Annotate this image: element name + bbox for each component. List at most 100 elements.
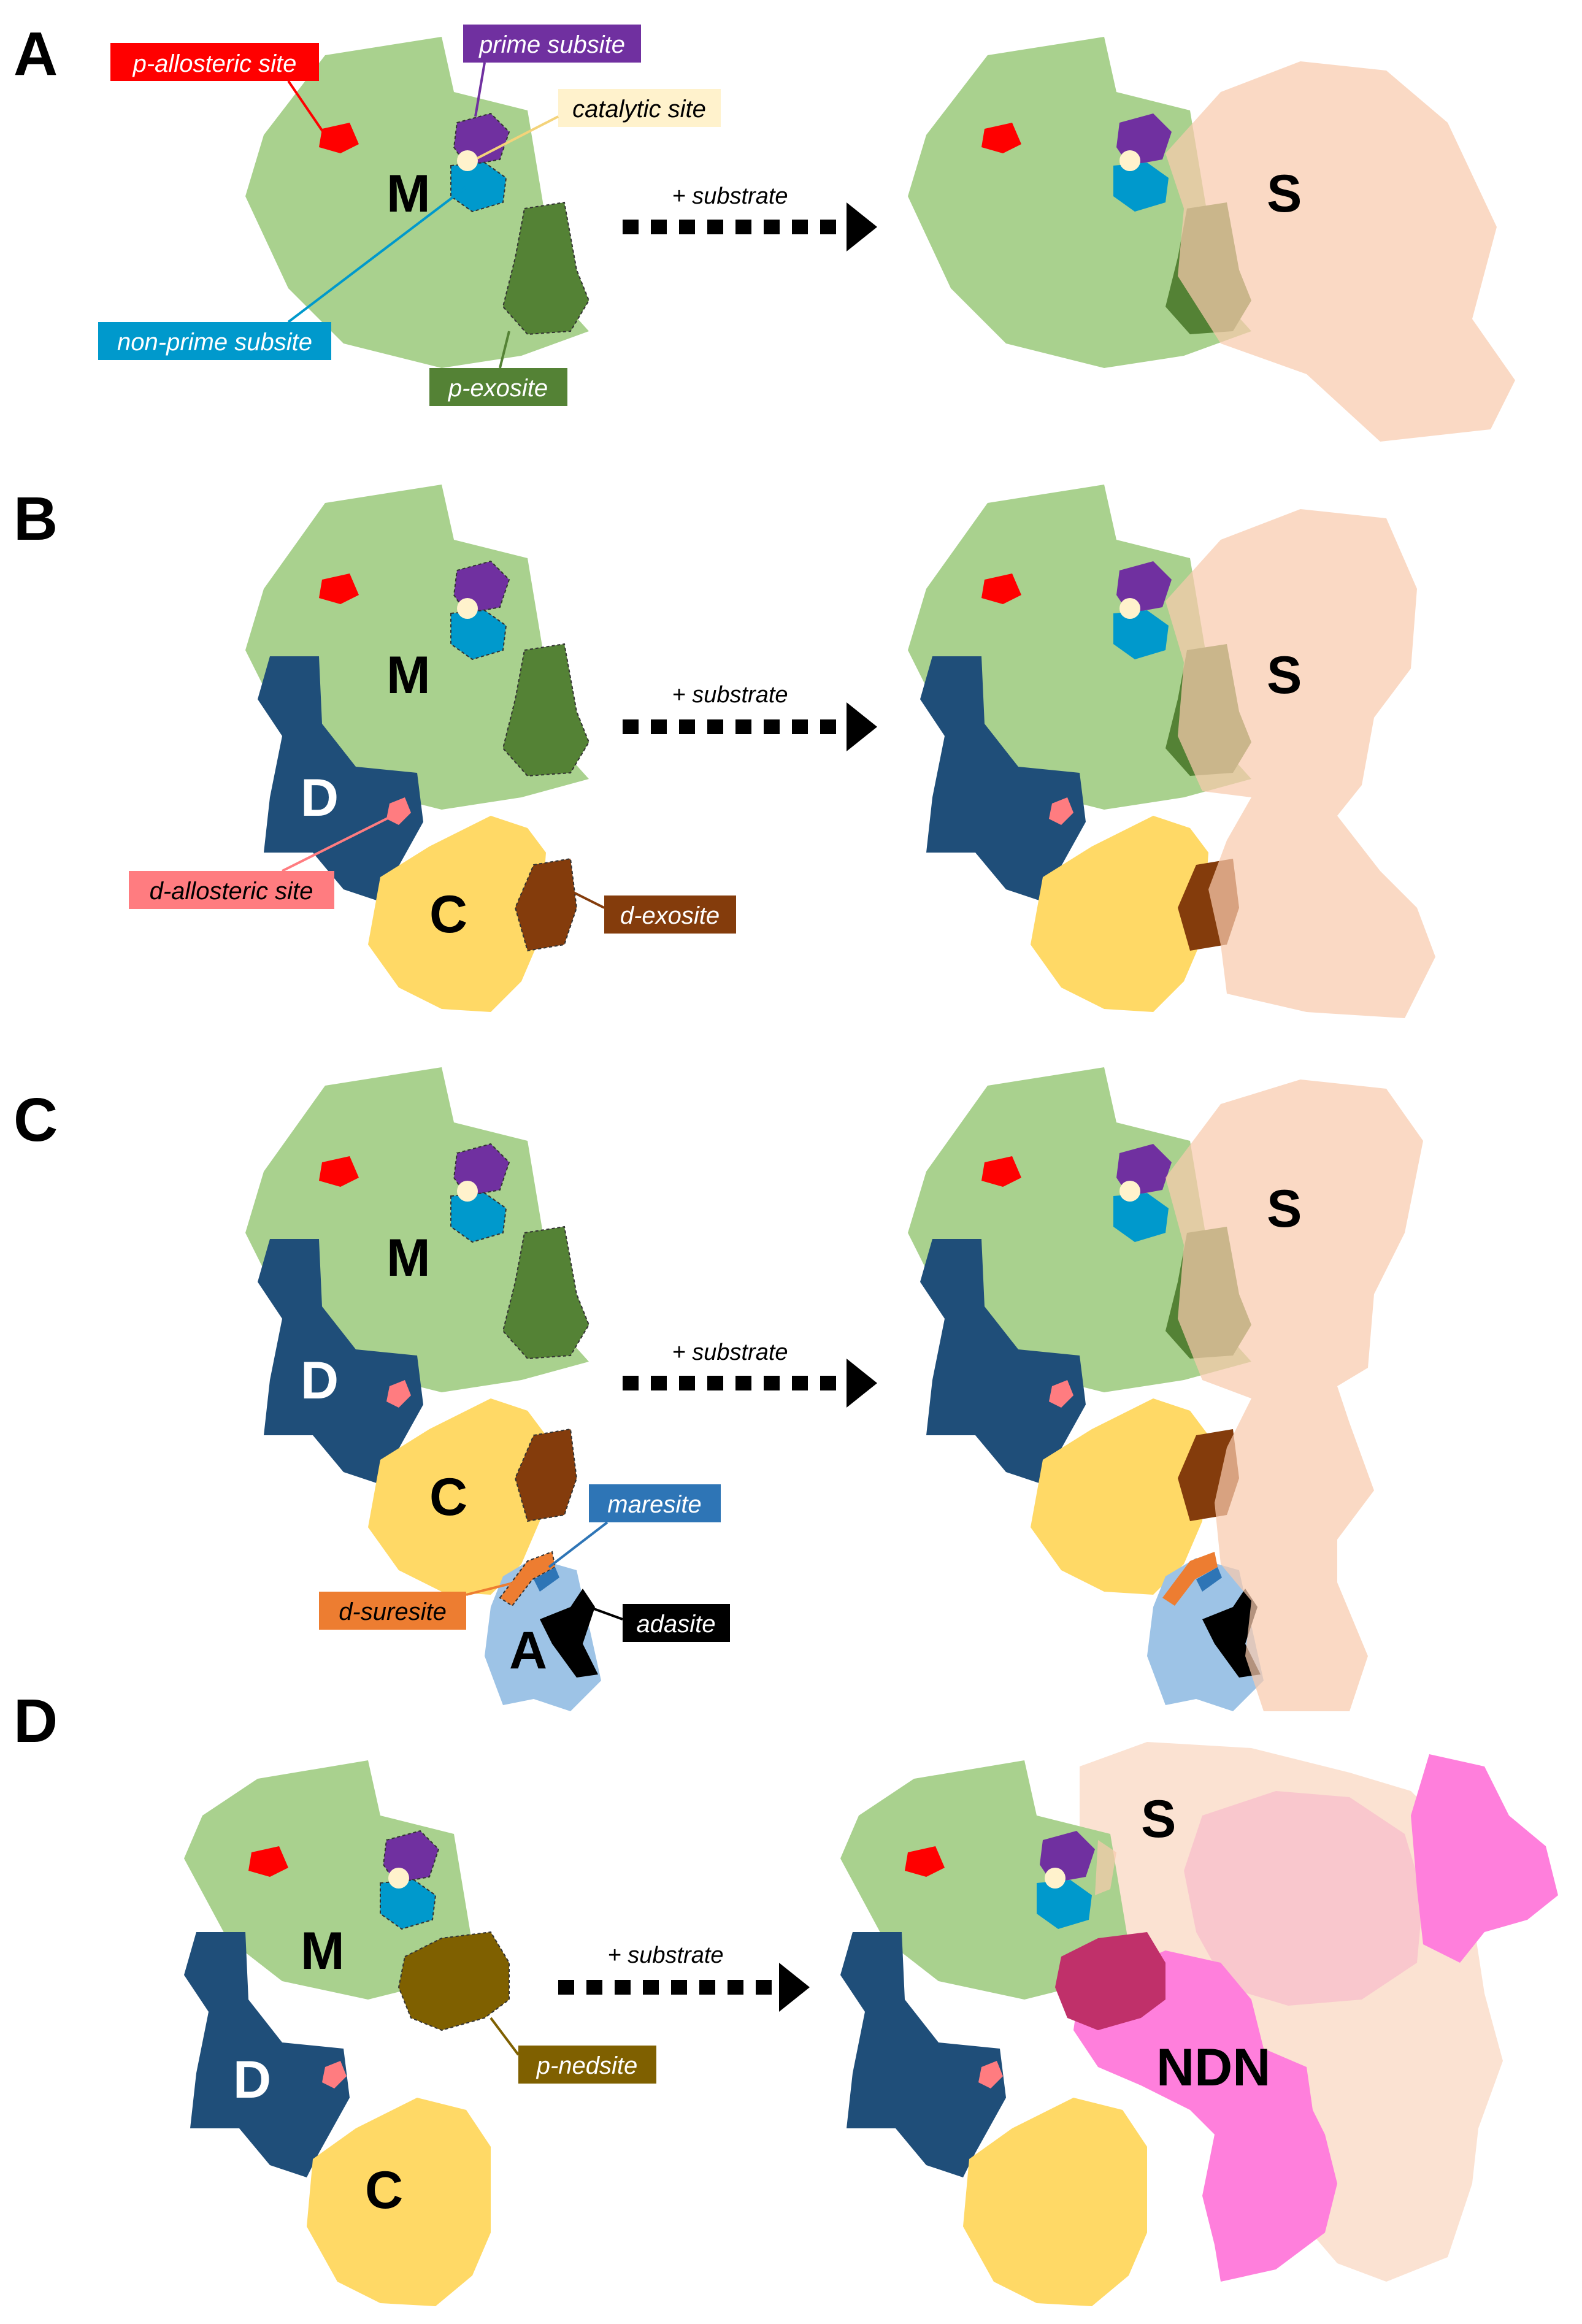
callout-label: p-allosteric site: [132, 50, 297, 77]
p-allosteric-site-shape: [905, 1846, 945, 1877]
non-prime-subsite-shape: [450, 609, 507, 661]
ndn-region-top: [1411, 1754, 1558, 1963]
callout-box: [129, 871, 334, 909]
callout-non-prime-subsite: non-prime subsite: [98, 186, 467, 360]
callout-adasite: adasite: [588, 1604, 730, 1642]
callout-box: [110, 43, 319, 81]
callout-pointer: [588, 1606, 623, 1620]
callout-maresite: maresite: [548, 1484, 721, 1568]
callout-label: maresite: [607, 1491, 701, 1518]
maresite-shape: [534, 1567, 559, 1592]
panel-d-left-protein: M D C: [184, 1760, 510, 2306]
panel-c: C M D C A maresite: [13, 1067, 1423, 1711]
callout-pointer: [287, 186, 467, 323]
catalytic-site-shape: [1119, 598, 1140, 619]
d-allosteric-site-shape: [1049, 1380, 1073, 1408]
non-prime-subsite-shape: [1113, 1193, 1169, 1242]
callout-box: [98, 322, 331, 360]
d-exosite-shape: [514, 1428, 578, 1522]
callout-pointer: [287, 80, 326, 136]
s-substrate-label: S: [1267, 646, 1302, 705]
d-allosteric-site-shape: [978, 2061, 1003, 2088]
d-domain: [258, 1239, 423, 1484]
substrate-arrow-c: + substrate: [623, 1340, 877, 1408]
panel-a: A M p-allosteric site prime subsite cata…: [13, 20, 1515, 442]
catalytic-site-shape: [1119, 150, 1140, 171]
callout-p-allosteric-site: p-allosteric site: [110, 43, 326, 136]
catalytic-site-shape: [388, 1868, 409, 1889]
adasite-shape: [540, 1589, 598, 1678]
non-prime-subsite-shape: [1113, 163, 1169, 212]
arrow-head: [847, 202, 877, 251]
callout-box: [463, 25, 641, 63]
d-exosite-shape: [514, 857, 578, 952]
c-domain: [1031, 1398, 1208, 1595]
s-substrate-label: S: [1267, 164, 1302, 223]
arrow-label: + substrate: [607, 1942, 723, 1968]
m-domain-label: M: [386, 164, 431, 223]
substrate-arrow-d: + substrate: [558, 1942, 810, 2012]
panel-letter-b: B: [13, 485, 58, 553]
s-substrate-label: S: [1141, 1790, 1176, 1849]
ndn-domain: [1073, 1950, 1337, 2282]
callout-box: [319, 1592, 466, 1630]
callout-label: prime subsite: [478, 31, 625, 58]
p-allosteric-site-shape: [981, 573, 1021, 604]
catalytic-site-shape: [1045, 1868, 1066, 1889]
m-domain-label: M: [301, 1922, 345, 1981]
a-domain-label: A: [509, 1621, 547, 1680]
s-substrate: [1165, 1080, 1423, 1711]
c-domain-label: C: [429, 885, 467, 944]
c-domain: [307, 2098, 491, 2306]
maresite-shape: [1196, 1567, 1222, 1592]
d-domain-label: D: [301, 1351, 339, 1410]
p-allosteric-site-shape: [248, 1846, 288, 1877]
d-allosteric-site-shape: [322, 2061, 347, 2088]
d-domain-label: D: [233, 2050, 271, 2109]
callout-pointer: [548, 1521, 609, 1568]
d-domain: [840, 1932, 1006, 2177]
callout-pointer: [477, 115, 559, 159]
panel-c-right-complex: S: [908, 1067, 1423, 1711]
non-prime-subsite-shape: [450, 161, 507, 213]
callout-label: non-prime subsite: [117, 329, 312, 356]
d-suresite-shape: [499, 1551, 556, 1607]
callout-pointer: [474, 62, 486, 117]
arrow-label: + substrate: [672, 183, 788, 209]
catalytic-site-shape: [457, 1181, 478, 1202]
panel-b-right-complex: S: [908, 485, 1435, 1018]
d-domain: [920, 656, 1086, 902]
p-allosteric-site-shape: [319, 573, 359, 604]
d-domain: [184, 1932, 350, 2177]
callout-label: p-exosite: [448, 375, 548, 402]
catalytic-site-shape: [457, 150, 478, 171]
callout-box: [518, 2046, 656, 2084]
c-domain: [963, 2098, 1147, 2306]
callout-label: catalytic site: [572, 96, 706, 123]
non-prime-subsite-shape: [450, 1192, 507, 1243]
callout-d-allosteric-site: d-allosteric site: [129, 815, 393, 909]
m-domain: [908, 485, 1251, 810]
m-domain: [245, 37, 589, 368]
panel-a-right-complex: S: [908, 37, 1515, 442]
callout-box: [558, 89, 721, 127]
p-allosteric-site-shape: [319, 123, 359, 153]
m-domain-label: M: [386, 646, 431, 705]
c-domain: [1031, 816, 1208, 1012]
arrow-label: + substrate: [672, 682, 788, 708]
callout-catalytic-site: catalytic site: [477, 89, 721, 159]
callout-pointer: [466, 1581, 516, 1596]
d-allosteric-site-shape: [386, 797, 411, 825]
m-domain: [184, 1760, 472, 2000]
arrow-head: [847, 702, 877, 751]
callout-label: p-nedsite: [536, 2052, 638, 2079]
s-substrate-inner-region: [1184, 1791, 1423, 2006]
callout-pointer: [282, 815, 393, 872]
m-domain: [245, 485, 589, 810]
callout-box: [604, 895, 736, 934]
d-allosteric-site-shape: [1049, 797, 1073, 825]
d-allosteric-site-shape: [386, 1380, 411, 1408]
callout-d-suresite: d-suresite: [319, 1581, 516, 1630]
p-exosite-shape: [502, 1225, 590, 1360]
